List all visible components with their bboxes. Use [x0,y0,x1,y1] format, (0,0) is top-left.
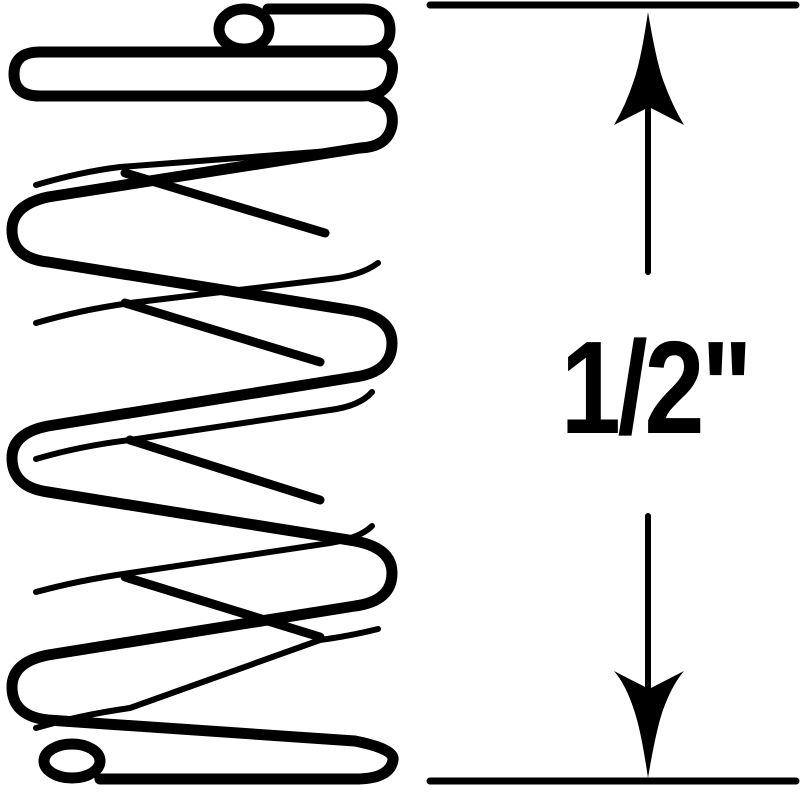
spring-coil-body [6,91,399,785]
spring-front-stroke-2 [120,298,325,367]
spring-top-wire-end [213,3,275,55]
down-arrow-icon [614,671,684,778]
spring-back-stroke-4 [33,523,375,595]
spring-front-stroke-1 [120,168,330,238]
spring-top-coil [262,3,396,57]
up-arrow-icon [614,12,684,125]
spring-front-stroke-4 [120,572,325,642]
dimension-label: 1/2" [560,314,753,461]
spring-bottom-wire-end [38,738,106,784]
spring-back-stroke-1 [33,140,381,188]
spring-back-stroke-5 [33,626,381,731]
spring-front-stroke-3 [125,435,325,505]
spring-second-coil [8,46,398,102]
